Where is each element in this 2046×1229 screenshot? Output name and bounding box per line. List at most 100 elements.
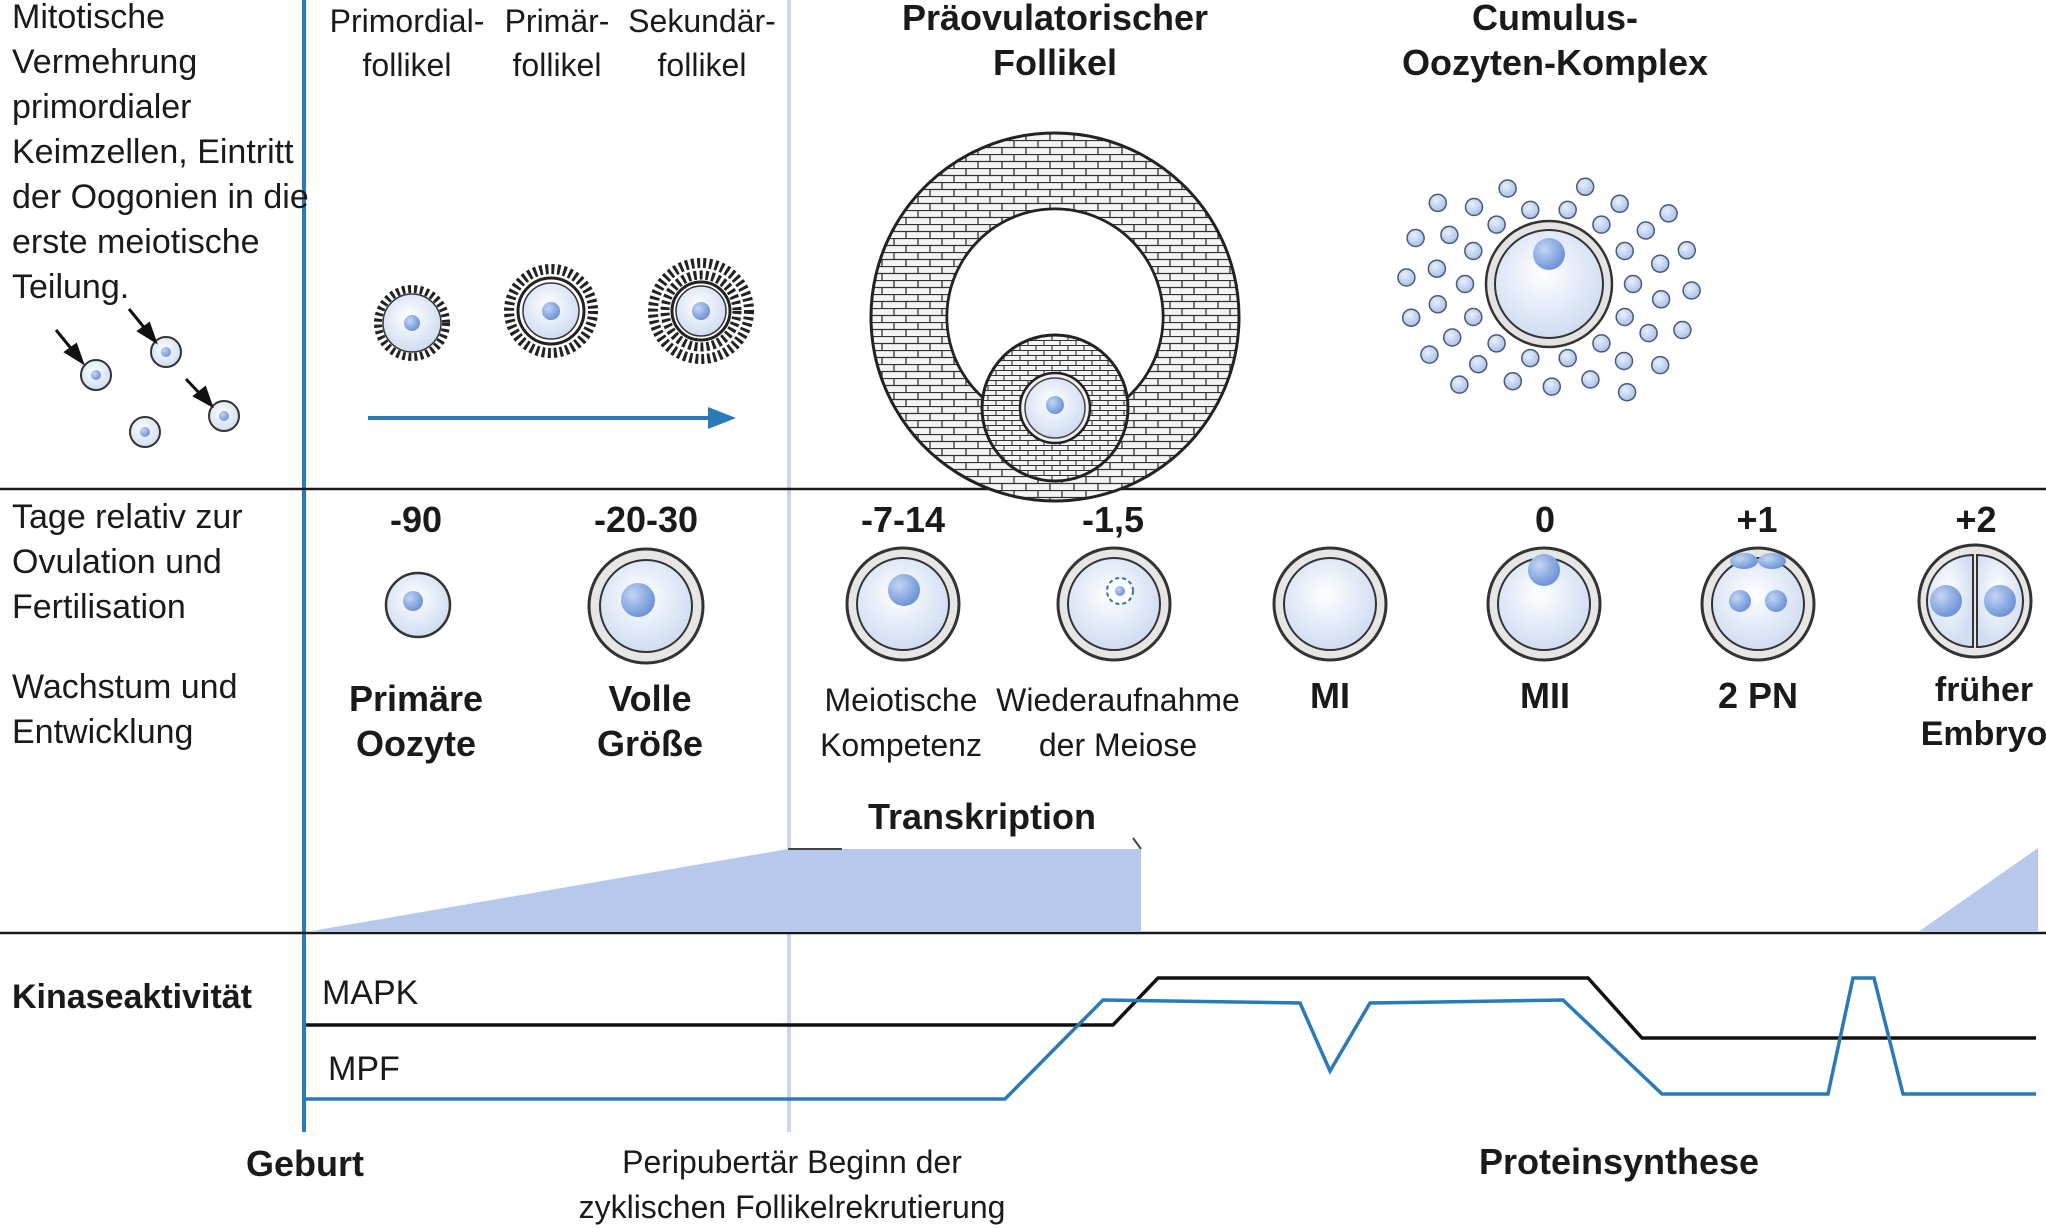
cumulus-cell (1464, 197, 1484, 217)
cumulus-cell (1442, 328, 1462, 347)
cumulus-cells (1397, 177, 1701, 402)
cumulus-cell (1542, 377, 1562, 396)
cumulus-cell (1406, 228, 1425, 248)
cumulus-title-2: Oozyten-Komplex (1402, 42, 1708, 83)
germ-cell (208, 400, 240, 432)
svg-text:follikel: follikel (513, 47, 602, 83)
footer-labels: Geburt Peripubertär Beginn der zyklische… (246, 1141, 1759, 1225)
stage-name: Wiederaufnahme (996, 682, 1240, 718)
stage-name: Größe (597, 723, 703, 764)
svg-text:Fertilisation: Fertilisation (12, 588, 186, 626)
svg-text:MAPK: MAPK (322, 974, 419, 1012)
cumulus-cell (1673, 320, 1692, 340)
svg-text:Primordial-: Primordial- (330, 3, 485, 39)
germ-cell (80, 359, 112, 391)
stage-cell-full-size (587, 547, 705, 665)
svg-text:Keimzellen, Eintritt: Keimzellen, Eintritt (12, 133, 294, 171)
cumulus-cell (1455, 274, 1475, 294)
stage-cell-mii (1486, 546, 1602, 662)
svg-text:primordialer: primordialer (12, 88, 192, 126)
cumulus-cell (1592, 334, 1611, 353)
svg-text:Sekundär-: Sekundär- (628, 3, 776, 39)
cumulus-cell (1469, 354, 1488, 374)
svg-text:erste meiotische: erste meiotische (12, 223, 260, 261)
left-description: Mitotische Vermehrung primordialer Keimz… (12, 0, 309, 306)
cumulus-cell (1498, 179, 1517, 198)
cumulus-cell (1615, 307, 1634, 327)
cumulus-cell (1659, 204, 1678, 223)
cumulus-cell (1487, 334, 1506, 353)
day-label: -90 (390, 499, 442, 540)
cumulus-cell (1614, 351, 1634, 371)
germ-cell (129, 416, 161, 448)
svg-text:Ovulation und: Ovulation und (12, 543, 222, 581)
stage-name: Oozyte (356, 723, 476, 764)
svg-text:follikel: follikel (658, 47, 747, 83)
cumulus-cell (1682, 281, 1701, 300)
cumulus-cell (1617, 382, 1637, 402)
day-label: -7-14 (861, 499, 945, 540)
stage-cell-primary-oocyte (384, 571, 452, 639)
stage-cell-mi (1272, 546, 1388, 662)
cumulus-cell (1650, 254, 1670, 273)
preovulatory-follicle (869, 131, 1241, 503)
cumulus-cell (1650, 355, 1670, 375)
cumulus-cell (1592, 215, 1611, 234)
stage-name: Volle (608, 678, 691, 719)
cumulus-cell (1636, 221, 1656, 240)
cumulus-cell (1401, 308, 1421, 327)
cumulus-cell (1651, 290, 1671, 309)
transcription-area (306, 837, 2038, 932)
cumulus-cell (1615, 241, 1634, 261)
birth-label: Geburt (246, 1143, 364, 1184)
svg-text:Tage relativ zur: Tage relativ zur (12, 498, 243, 536)
svg-text:Vermehrung: Vermehrung (12, 43, 197, 81)
cumulus-cell (1639, 323, 1658, 343)
stage-day-labels: -90 -20-30 -7-14 -1,5 0 +1 +2 (390, 499, 1997, 540)
cumulus-cell (1521, 200, 1540, 220)
svg-text:der Oogonien in die: der Oogonien in die (12, 178, 309, 216)
arrow-icon (54, 308, 214, 409)
stage-name: Embryo (1921, 715, 2046, 753)
cumulus-cell (1487, 215, 1506, 234)
day-label: +1 (1736, 499, 1777, 540)
secondary-follicle (648, 258, 754, 364)
stage-cell-meiotic-competence (845, 546, 961, 662)
transcription-label: Transkription (868, 796, 1096, 837)
follicle-labels: Primordial- follikel Primär- follikel Se… (330, 3, 776, 83)
cumulus-oocyte-complex (1397, 177, 1701, 402)
svg-text:Entwicklung: Entwicklung (12, 713, 193, 751)
day-label: -1,5 (1082, 499, 1144, 540)
stage-names: Primäre Oozyte Volle Größe Meiotische Ko… (349, 671, 2046, 764)
cumulus-cell (1521, 348, 1540, 368)
cumulus-cell (1610, 194, 1629, 214)
cumulus-cell (1581, 370, 1600, 389)
peripubertal-label: Peripubertär Beginn der (622, 1144, 962, 1180)
cumulus-cell (1558, 348, 1577, 368)
stage-name: Primäre (349, 678, 483, 719)
cumulus-cell (1464, 307, 1483, 327)
svg-text:Mitotische: Mitotische (12, 0, 165, 36)
cumulus-cell (1575, 177, 1595, 197)
germ-cell (150, 336, 182, 368)
primary-follicle (504, 264, 598, 358)
stage-name: Meiotische (825, 682, 978, 718)
mpf-activity-line (306, 976, 2036, 1101)
day-label: +2 (1955, 499, 1996, 540)
cumulus-cell (1464, 241, 1483, 261)
stage-name: der Meiose (1039, 727, 1197, 763)
stage-name: Kompetenz (820, 727, 982, 763)
cumulus-cell (1428, 193, 1448, 213)
cumulus-cell (1558, 200, 1577, 220)
svg-text:Kinaseaktivität: Kinaseaktivität (12, 978, 252, 1016)
svg-text:Teilung.: Teilung. (12, 268, 129, 306)
svg-text:Primär-: Primär- (505, 3, 610, 39)
svg-text:follikel: follikel (363, 47, 452, 83)
stage-cell-2pn (1700, 546, 1816, 662)
primordial-follicle (374, 285, 450, 361)
stage-name: MII (1520, 675, 1570, 716)
day-label: -20-30 (594, 499, 698, 540)
cumulus-cell (1428, 295, 1448, 314)
cumulus-title-1: Cumulus- (1472, 0, 1638, 38)
